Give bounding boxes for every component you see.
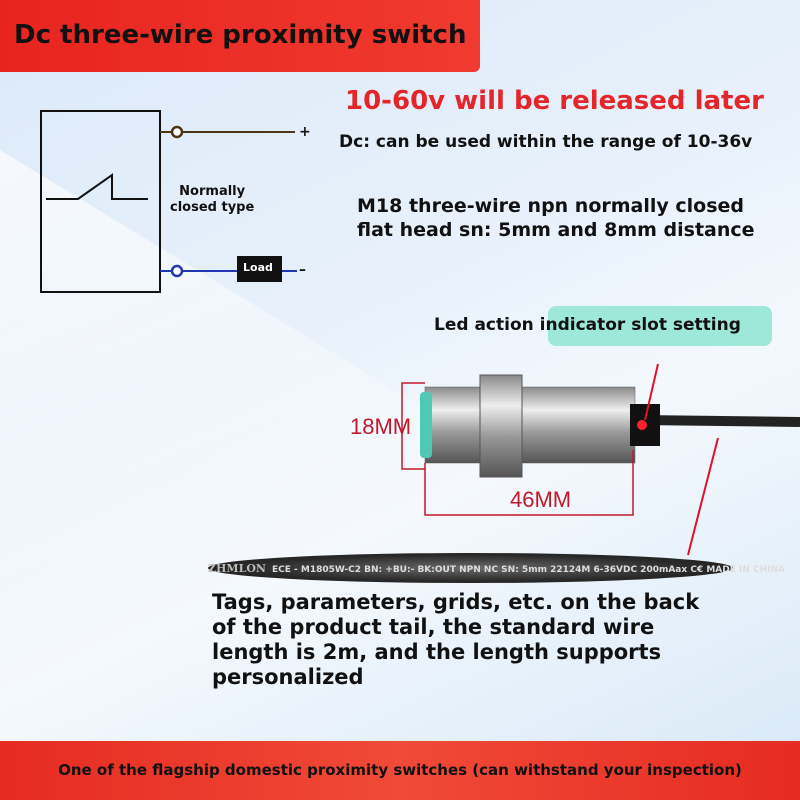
note-line: length is 2m, and the length supports <box>212 640 662 664</box>
model-line: M18 three-wire npn normally closed <box>357 195 745 217</box>
ce-mark: C€ <box>690 565 704 575</box>
page-title: Dc three-wire proximity switch <box>0 0 480 72</box>
load-box: Load <box>237 256 282 282</box>
origin-text: MADE IN CHINA <box>706 565 786 575</box>
model-line: flat head sn: 5mm and 8mm distance <box>357 219 755 241</box>
brand-logo: ZHMLON <box>208 562 266 575</box>
tail-note: Tags, parameters, grids, etc. on the bac… <box>212 590 699 690</box>
footer-banner: One of the flagship domestic proximity s… <box>0 741 800 800</box>
dc-range: Dc: can be used within the range of 10-3… <box>339 132 753 152</box>
plus-terminal: + <box>299 124 311 140</box>
label-text: ECE - M1805W-C2 BN: +BU:- BK:OUT NPN NC … <box>271 565 688 575</box>
led-label: Led action indicator slot setting <box>434 315 741 335</box>
type-line: Normally <box>179 184 246 199</box>
note-line: Tags, parameters, grids, etc. on the bac… <box>212 590 700 614</box>
length-dimension: 46MM <box>510 487 572 512</box>
led-highlight <box>548 306 772 346</box>
type-line: closed type <box>170 200 255 215</box>
note-line: personalized <box>212 665 364 689</box>
sensor-image <box>401 363 800 556</box>
minus-terminal: – <box>299 262 306 278</box>
note-line: of the product tail, the standard wire <box>212 615 655 639</box>
diameter-dimension: 18MM <box>350 414 412 439</box>
headline: 10-60v will be released later <box>345 86 764 116</box>
label-strip: ZHMLON ECE - M1805W-C2 BN: +BU:- BK:OUT N… <box>208 553 785 583</box>
model-description: M18 three-wire npn normally closed flat … <box>357 194 755 242</box>
